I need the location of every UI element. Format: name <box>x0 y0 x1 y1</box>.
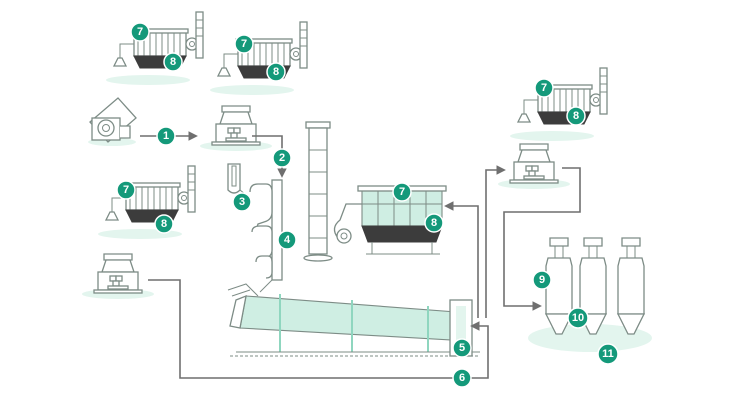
marker-label: 10 <box>572 312 584 324</box>
marker-circle <box>566 106 586 126</box>
marker-7: 7 <box>234 34 254 54</box>
mixer-left <box>81 253 155 300</box>
marker-7: 7 <box>392 182 412 202</box>
marker-circle <box>266 62 286 82</box>
marker-label: 4 <box>284 234 291 246</box>
marker-circle <box>232 192 252 212</box>
marker-circle <box>272 148 292 168</box>
marker-circle <box>163 52 183 72</box>
marker-circle <box>130 22 150 42</box>
marker-8: 8 <box>266 62 286 82</box>
marker-label: 6 <box>459 372 465 384</box>
mixer-right <box>497 143 571 190</box>
marker-circle <box>534 78 554 98</box>
flow-cooler-to-silos <box>503 167 581 311</box>
rotary-kiln <box>227 283 480 357</box>
dust-collector-left <box>97 165 196 240</box>
marker-4: 4 <box>277 230 297 250</box>
marker-circle <box>234 34 254 54</box>
marker-1: 1 <box>156 126 176 146</box>
marker-circle <box>452 368 472 388</box>
preheater-cyclones <box>227 163 283 293</box>
marker-6: 6 <box>452 368 472 388</box>
marker-8: 8 <box>424 213 444 233</box>
marker-circle <box>532 270 552 290</box>
dust-collector-top-left <box>105 11 204 86</box>
marker-11: 11 <box>597 343 619 365</box>
flow-kiln-to-cooler <box>485 165 506 318</box>
marker-label: 8 <box>431 217 437 229</box>
marker-circle <box>567 307 589 329</box>
marker-label: 8 <box>573 110 579 122</box>
marker-7: 7 <box>534 78 554 98</box>
marker-label: 7 <box>123 184 129 196</box>
exhaust-stack <box>303 121 333 262</box>
marker-circle <box>116 180 136 200</box>
marker-label: 8 <box>161 218 167 230</box>
crusher <box>88 97 137 146</box>
marker-circle <box>597 343 619 365</box>
marker-label: 3 <box>239 196 245 208</box>
silo-3 <box>616 237 646 335</box>
storage-silos <box>528 237 652 352</box>
marker-label: 2 <box>279 152 285 164</box>
silo-2 <box>578 237 608 335</box>
marker-circle <box>392 182 412 202</box>
mixer-main <box>199 105 273 152</box>
marker-circle <box>424 213 444 233</box>
marker-label: 9 <box>539 274 545 286</box>
marker-7: 7 <box>116 180 136 200</box>
marker-label: 5 <box>459 342 465 354</box>
marker-label: 7 <box>241 38 247 50</box>
flow-kiln-to-dust-collector <box>444 201 479 318</box>
marker-9: 9 <box>532 270 552 290</box>
marker-circle <box>452 338 472 358</box>
silo-1 <box>544 237 574 335</box>
markers: 7 8 7 8 1 2 3 4 7 8 7 8 7 8 5 6 9 10 11 <box>116 22 619 388</box>
dust-collector-right <box>509 67 608 142</box>
marker-label: 8 <box>170 56 176 68</box>
marker-5: 5 <box>452 338 472 358</box>
marker-10: 10 <box>567 307 589 329</box>
marker-label: 1 <box>163 130 169 142</box>
marker-circle <box>277 230 297 250</box>
marker-label: 7 <box>137 26 143 38</box>
marker-8: 8 <box>163 52 183 72</box>
marker-circle <box>156 126 176 146</box>
marker-8: 8 <box>154 214 174 234</box>
marker-label: 11 <box>602 348 614 360</box>
marker-2: 2 <box>272 148 292 168</box>
marker-3: 3 <box>232 192 252 212</box>
marker-label: 8 <box>273 66 279 78</box>
dust-collector-top-middle <box>209 21 308 96</box>
marker-8: 8 <box>566 106 586 126</box>
marker-7: 7 <box>130 22 150 42</box>
marker-label: 7 <box>399 186 405 198</box>
marker-circle <box>154 214 174 234</box>
flow-fuel-to-kiln <box>148 279 489 379</box>
marker-label: 7 <box>541 82 547 94</box>
